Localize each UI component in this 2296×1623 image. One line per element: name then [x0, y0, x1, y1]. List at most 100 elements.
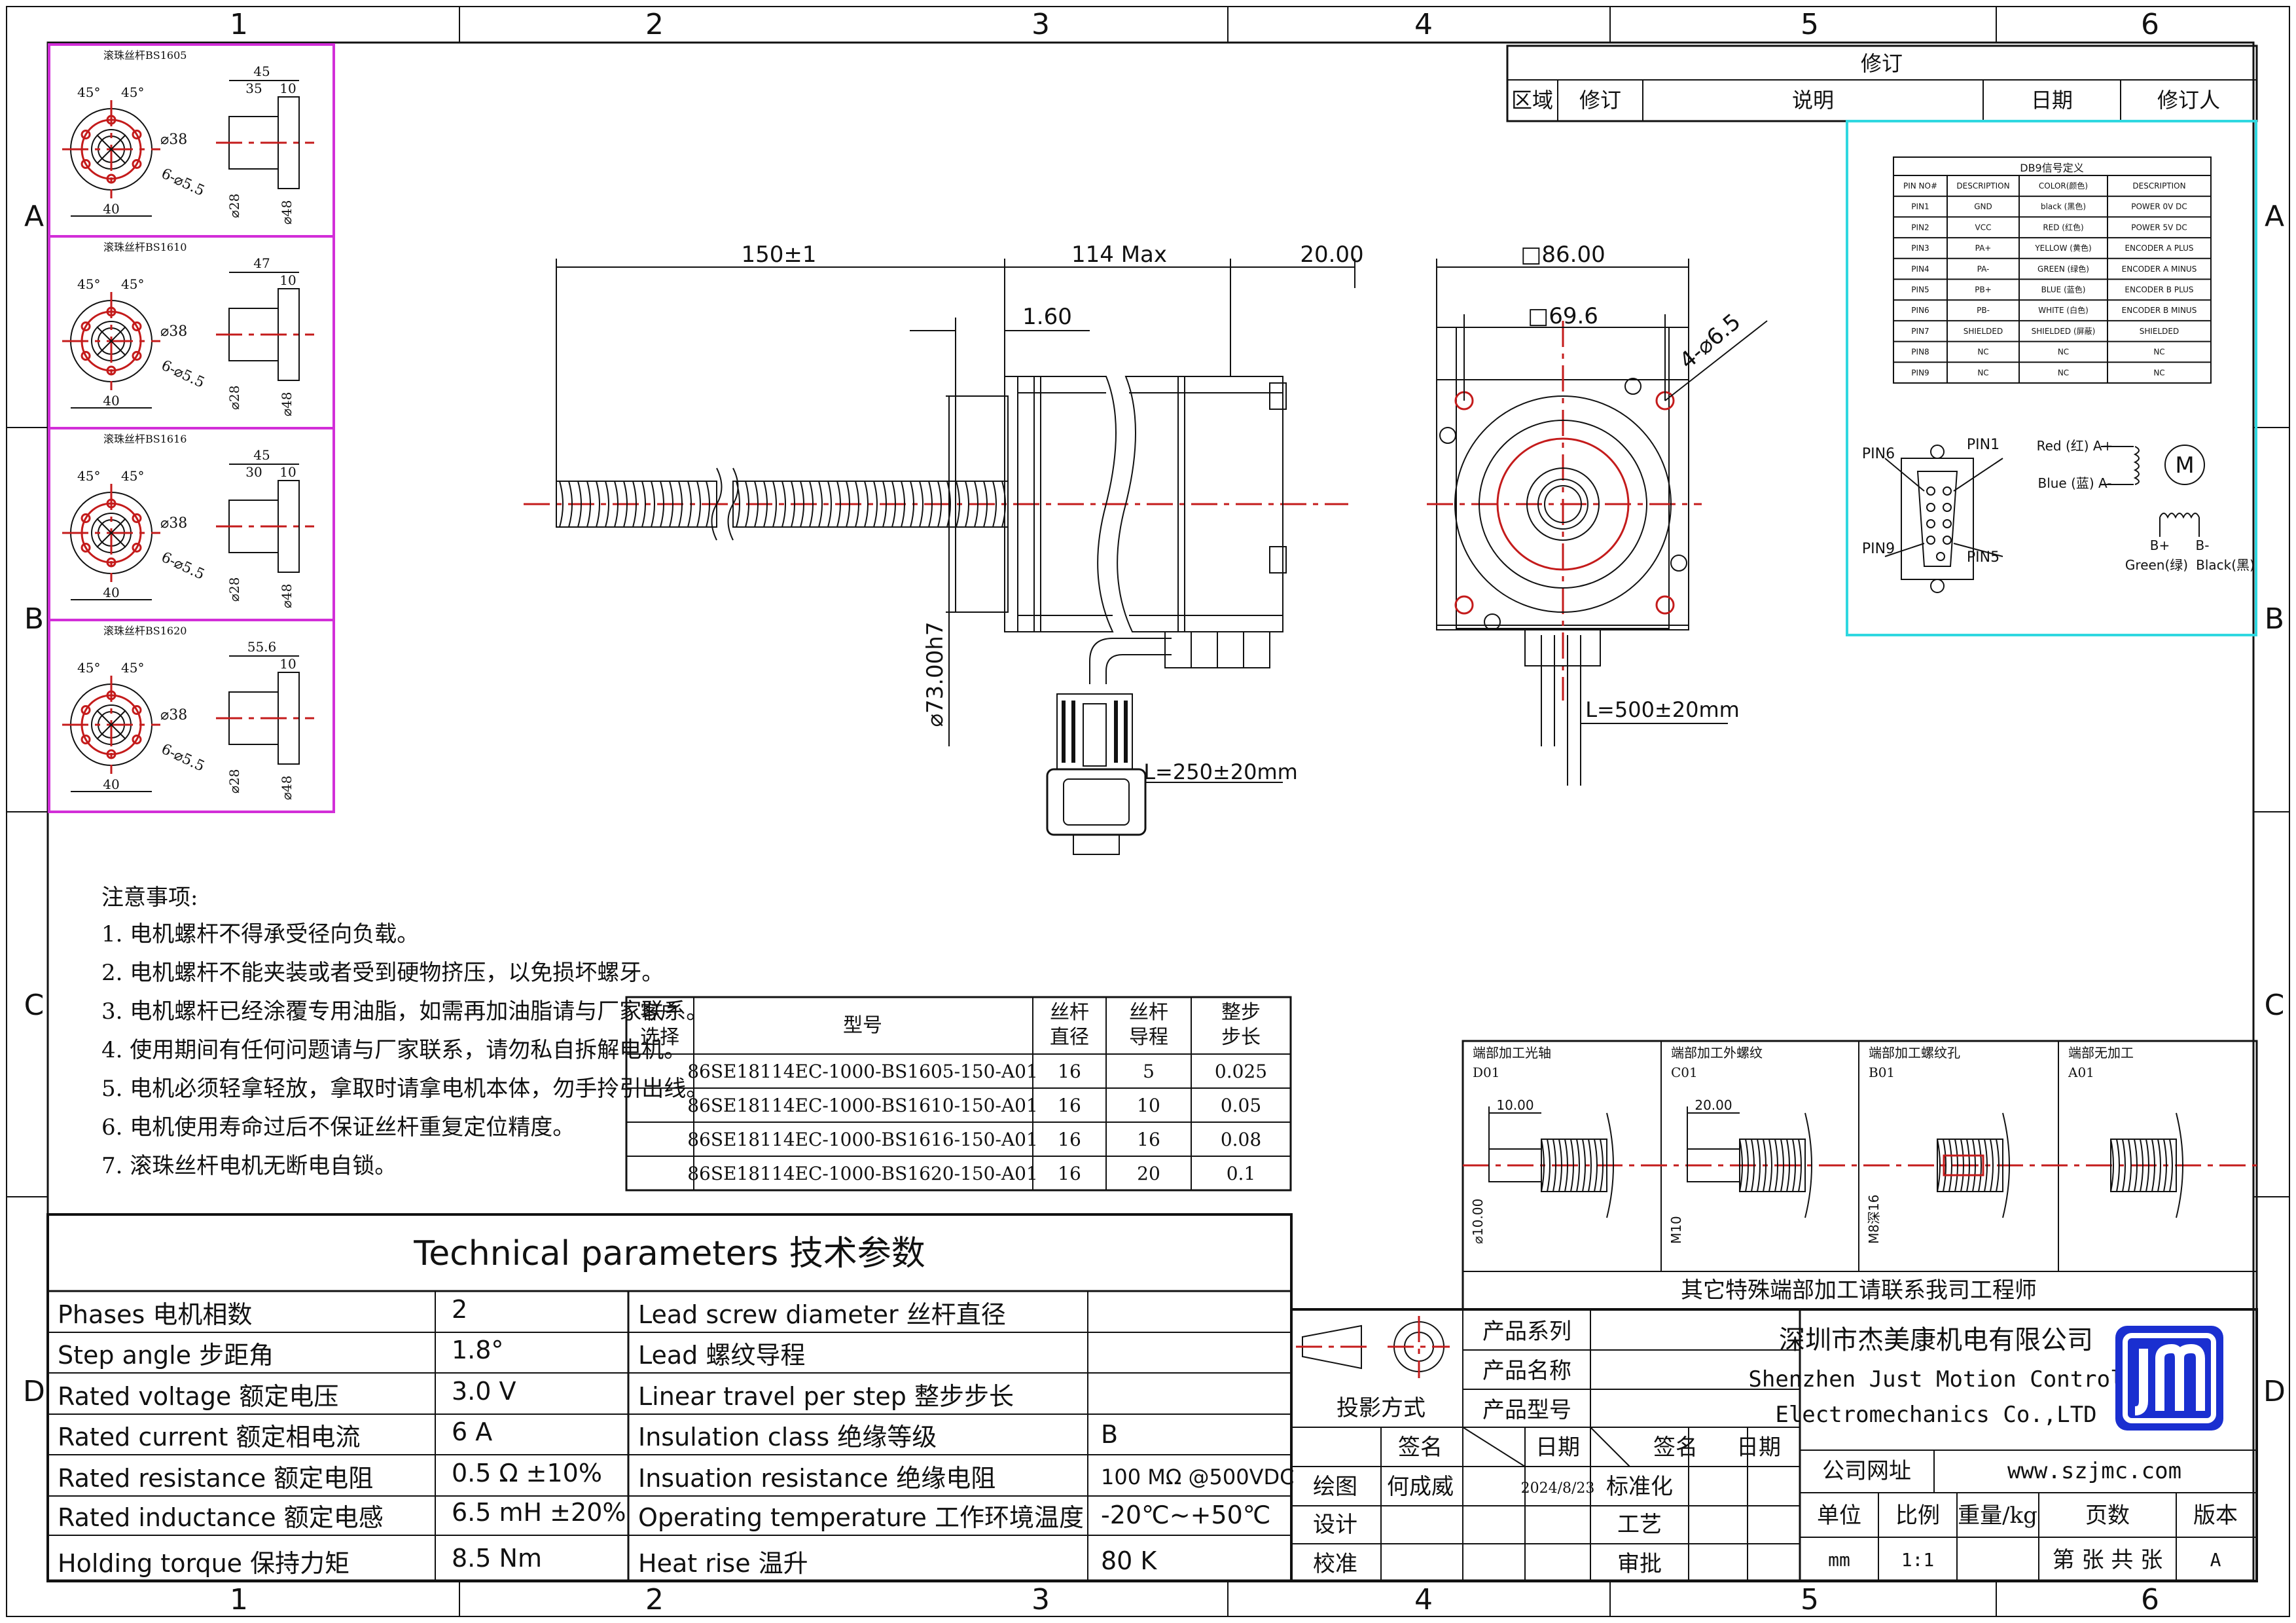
- revision-header: 说明: [1792, 88, 1834, 113]
- db9-cell: GND: [1974, 202, 1992, 211]
- end-code: B01: [1869, 1065, 1895, 1080]
- db9-cell: NC: [2153, 368, 2164, 377]
- mounting-holes: [1439, 378, 1687, 630]
- check-label: 校准: [1313, 1551, 1357, 1577]
- unit-label: 单位: [1817, 1503, 1861, 1529]
- param-value: 3.0 V: [452, 1377, 516, 1406]
- angle-label: 45°: [77, 84, 100, 100]
- shaft-dia-label: ⌀28: [226, 769, 242, 794]
- db9-cell: PIN8: [1911, 348, 1929, 357]
- db9-cell: BLUE (蓝色): [2041, 285, 2086, 295]
- col-label: 2: [645, 1583, 664, 1616]
- db9-plug: [1073, 834, 1120, 855]
- param-value: B: [1101, 1420, 1118, 1449]
- dim-shaft-length: 20.00: [1300, 242, 1363, 268]
- model-cell: 20: [1137, 1163, 1160, 1184]
- db9-cell: ENCODER A MINUS: [2122, 264, 2197, 274]
- param-label: Step angle 步距角: [58, 1341, 274, 1370]
- width-label: 40: [103, 585, 119, 600]
- param-label: Phases 电机相数: [58, 1300, 252, 1329]
- col-label: 4: [1414, 1583, 1433, 1616]
- revision-header: 修订人: [2157, 88, 2220, 113]
- break-line: [727, 467, 739, 541]
- param-label: Insuation resistance 绝缘电阻: [638, 1464, 996, 1493]
- col-label: 5: [1801, 1583, 1819, 1616]
- wire-label: Green(绿): [2125, 557, 2188, 573]
- revision-header: 日期: [2031, 88, 2073, 113]
- shaft-dia-label: ⌀28: [226, 386, 242, 410]
- angle-label: 45°: [121, 468, 144, 484]
- end-title: 端部无加工: [2068, 1045, 2134, 1061]
- db9-cell: RED (红色): [2043, 222, 2083, 232]
- motor-symbol: M: [2175, 452, 2194, 479]
- model-header: 型号: [843, 1014, 882, 1037]
- row-labels-right: A B C D: [2263, 200, 2286, 1408]
- db9-cell: PIN4: [1911, 264, 1929, 274]
- model-header: 丝杆: [1129, 1001, 1168, 1024]
- shaft-dia-label: ⌀28: [226, 577, 242, 602]
- nut-dia-label: ⌀48: [279, 200, 295, 225]
- model-cell: 0.1: [1227, 1163, 1256, 1184]
- length-label: 47: [253, 255, 270, 271]
- sign-label-2: 签名: [1653, 1434, 1698, 1461]
- param-label: Lead screw diameter 丝杆直径: [638, 1300, 1006, 1329]
- param-value: 1.8°: [452, 1336, 503, 1364]
- model-cell: 16: [1058, 1129, 1081, 1150]
- shaft-end-panel: 端部无加工 A01: [2068, 1045, 2183, 1218]
- end-code: A01: [2068, 1065, 2094, 1080]
- wire-label: Red (红) A+: [2037, 438, 2113, 454]
- db9-cell: SHIELDED: [1964, 327, 2003, 336]
- model-cell: 86SE18114EC-1000-BS1620-150-A01: [687, 1163, 1038, 1184]
- draw-date: 2024/8/23: [1521, 1480, 1595, 1497]
- sub-length-label: 35: [245, 81, 262, 96]
- row-labels-left: A B C D: [23, 200, 45, 1408]
- notes-title: 注意事项:: [101, 884, 198, 911]
- website-value: www.szjmc.com: [2007, 1458, 2181, 1484]
- model-cell: 86SE18114EC-1000-BS1610-150-A01: [687, 1095, 1038, 1116]
- shaft-end-options: 端部加工光轴D0110.00⌀10.00端部加工外螺纹C0120.00M10端部…: [1462, 1040, 2258, 1311]
- version-value: A: [2210, 1549, 2221, 1571]
- sub-length-label: 30: [245, 464, 262, 480]
- col-label: 1: [230, 8, 248, 41]
- motor-body-rear: [1117, 376, 1283, 632]
- notes-section: 注意事项: 1. 电机螺杆不得承受径向负载。 2. 电机螺杆不能夹装或者受到硬物…: [101, 884, 708, 1179]
- param-label: Rated current 额定相电流: [58, 1423, 361, 1451]
- db9-cell: SHIELDED: [2140, 327, 2179, 336]
- row-label: B: [24, 602, 44, 636]
- wire-label: Blue (蓝) A-: [2037, 475, 2111, 491]
- sign-label: 签名: [1398, 1434, 1443, 1461]
- standard-label: 标准化: [1606, 1474, 1673, 1500]
- model-cell: 5: [1143, 1061, 1155, 1082]
- holes-label: 6-⌀5.5: [158, 166, 207, 200]
- db9-cell: black (黑色): [2041, 202, 2086, 211]
- angle-label: 45°: [77, 660, 100, 676]
- width-label: 40: [103, 776, 119, 792]
- col-label: 3: [1031, 8, 1050, 41]
- param-label: Rated voltage 额定电压: [58, 1382, 338, 1411]
- revision-title: 修订: [1861, 51, 1903, 76]
- db9-cell: GREEN (绿色): [2037, 264, 2089, 274]
- model-header: 直径: [1050, 1026, 1089, 1049]
- model-cell: 10: [1137, 1095, 1160, 1116]
- pcd-label: ⌀38: [160, 515, 187, 532]
- pages-value: 第 张 共 张: [2053, 1547, 2162, 1573]
- wire-label: Black(黑): [2196, 557, 2255, 573]
- db9-cell: NC: [2153, 348, 2164, 357]
- param-label: Rated resistance 额定电阻: [58, 1464, 373, 1493]
- row-label: A: [24, 200, 44, 233]
- angle-label: 45°: [121, 84, 144, 100]
- projection-label: 投影方式: [1336, 1395, 1426, 1421]
- param-value: 100 MΩ @500VDC: [1101, 1465, 1294, 1489]
- holes-label: 6-⌀5.5: [158, 741, 207, 775]
- pages-label: 页数: [2085, 1503, 2130, 1529]
- end-length: 20.00: [1695, 1097, 1732, 1113]
- ballscrew-title: 滚珠丝杆BS1605: [103, 49, 187, 62]
- model-header: 整步: [1221, 1001, 1261, 1024]
- end-code: C01: [1671, 1065, 1698, 1080]
